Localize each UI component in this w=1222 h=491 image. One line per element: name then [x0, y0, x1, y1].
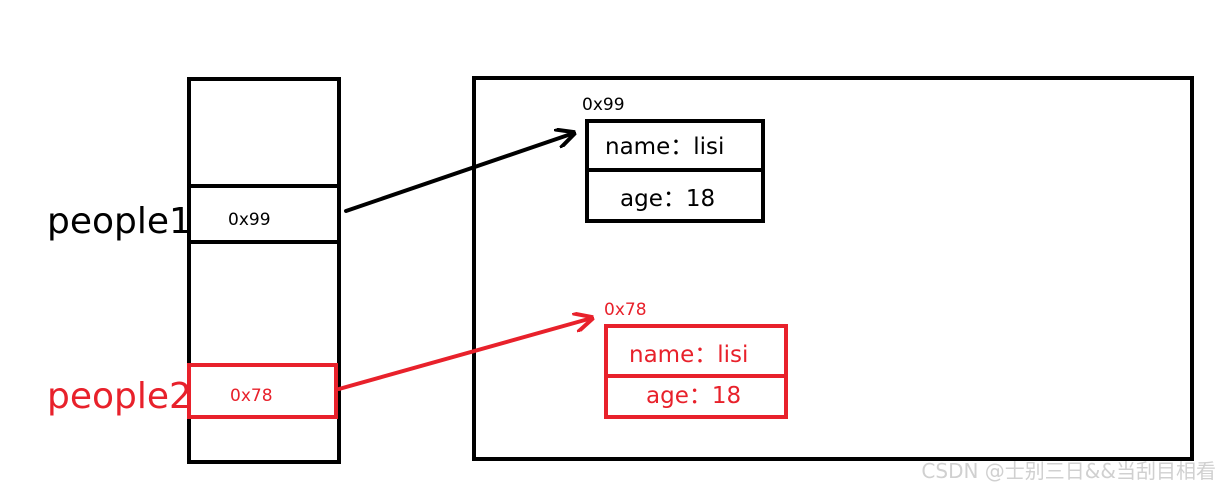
stack-memory: [187, 77, 341, 464]
reference-arrow-people2: [337, 318, 592, 391]
object2-box: [604, 324, 788, 419]
heap-memory: [472, 76, 1194, 461]
reference-arrow-people1: [344, 133, 574, 213]
people2-ref-value: 0x78: [230, 386, 273, 406]
object1-address: 0x99: [582, 95, 625, 115]
heap-object-2: 0x78 name：lisi age：18: [604, 300, 788, 419]
watermark: CSDN @士别三日&&当刮目相看: [921, 459, 1216, 483]
people1-label: people1: [47, 201, 192, 242]
object1-age-field: age：18: [620, 186, 715, 212]
heap-object-1: 0x99 name：lisi age：18: [582, 95, 765, 223]
object1-name-field: name：lisi: [605, 134, 724, 160]
people2-label: people2: [47, 376, 192, 417]
stack-slot-people2: [187, 363, 338, 419]
people1-ref-value: 0x99: [228, 210, 271, 230]
object2-age-field: age：18: [646, 383, 741, 409]
object2-address: 0x78: [604, 300, 647, 320]
stack-frame: [187, 77, 341, 464]
object2-name-field: name：lisi: [629, 342, 748, 368]
